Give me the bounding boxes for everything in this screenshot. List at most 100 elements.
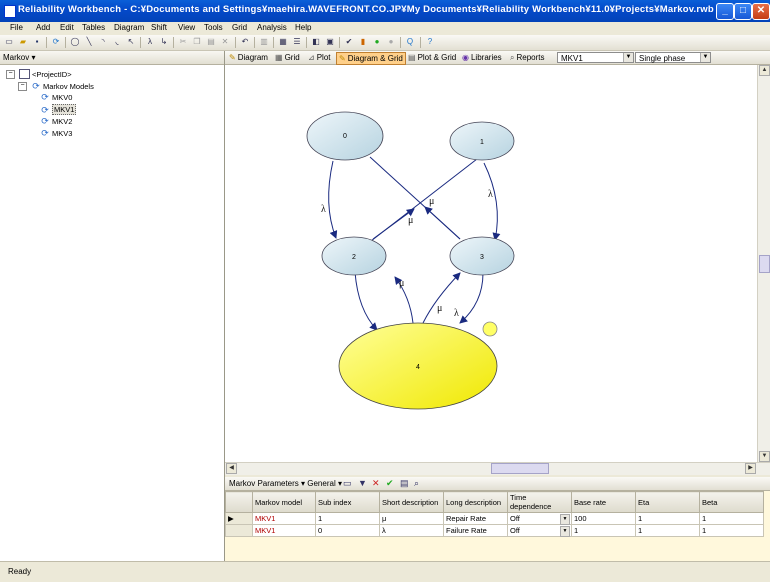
column-header[interactable]: Eta bbox=[635, 491, 700, 513]
clear-filter-icon[interactable]: ✕ bbox=[372, 478, 380, 488]
transition-3-4[interactable] bbox=[459, 272, 484, 324]
menu-tables[interactable]: Tables bbox=[82, 23, 106, 32]
chevron-down-icon[interactable]: ▼ bbox=[560, 526, 570, 537]
horizontal-scroll-thumb[interactable] bbox=[491, 463, 549, 474]
paste-icon[interactable]: ▤ bbox=[207, 37, 215, 46]
cell-time-dependence[interactable]: Off▼ bbox=[507, 512, 572, 525]
stop-icon[interactable]: ● bbox=[388, 37, 394, 46]
cell-eta[interactable]: 1 bbox=[635, 524, 700, 537]
find-icon[interactable]: ⌕ bbox=[414, 478, 420, 488]
tab-diagram-grid[interactable]: ✎Diagram & Grid bbox=[336, 52, 406, 65]
menu-add[interactable]: Add bbox=[36, 23, 51, 32]
run-icon[interactable]: ● bbox=[374, 37, 380, 46]
stats-icon[interactable]: ▮ bbox=[360, 37, 366, 46]
transition-1-3[interactable] bbox=[483, 162, 501, 241]
transition-0-2[interactable] bbox=[328, 160, 338, 239]
menu-diagram[interactable]: Diagram bbox=[114, 23, 145, 32]
table-row[interactable]: MKV1 0 λ Failure Rate Off▼ 1 1 1 bbox=[225, 524, 764, 537]
table-icon[interactable]: ▦ bbox=[279, 37, 287, 46]
scroll-up-icon[interactable]: ▲ bbox=[759, 65, 770, 76]
chevron-down-icon[interactable]: ▼ bbox=[560, 514, 570, 525]
check-all-icon[interactable]: ✔ bbox=[386, 478, 394, 488]
transition-4-2[interactable] bbox=[394, 276, 414, 324]
line-tool-icon[interactable]: ╲ bbox=[86, 37, 92, 46]
cut-icon[interactable]: ✂ bbox=[179, 37, 187, 46]
menu-view[interactable]: View bbox=[178, 23, 196, 32]
tree-group-markov-models[interactable]: − ⟳ Markov Models bbox=[18, 81, 94, 91]
diagram-vertical-scrollbar[interactable]: ▲ ▼ bbox=[757, 65, 770, 462]
arc-tool-icon[interactable]: ◝ bbox=[101, 37, 105, 46]
cell-sub-index[interactable]: 1 bbox=[315, 512, 380, 525]
tree-header-label[interactable]: Markov ▾ bbox=[3, 53, 36, 62]
tab-plot-grid[interactable]: ▤Plot & Grid bbox=[408, 53, 457, 62]
add-row-icon[interactable]: ▭ bbox=[343, 478, 352, 488]
cell-sub-index[interactable]: 0 bbox=[315, 524, 380, 537]
pointer-icon[interactable]: ↖ bbox=[127, 37, 135, 46]
transition-icon[interactable]: ↳ bbox=[160, 37, 168, 46]
menu-tools[interactable]: Tools bbox=[204, 23, 223, 32]
copy-icon[interactable]: ❐ bbox=[193, 37, 201, 46]
tab-reports[interactable]: ⌕Reports bbox=[510, 53, 545, 62]
refresh-icon[interactable]: ⟳ bbox=[52, 37, 60, 46]
transition-2-4[interactable] bbox=[354, 271, 378, 331]
save-icon[interactable]: ▪ bbox=[35, 37, 39, 46]
column-header[interactable]: Short description bbox=[379, 491, 444, 513]
scroll-left-icon[interactable]: ◀ bbox=[226, 463, 237, 474]
check-icon[interactable]: ✔ bbox=[345, 37, 353, 46]
list-icon[interactable]: ☰ bbox=[293, 37, 301, 46]
column-header[interactable]: Long description bbox=[443, 491, 508, 513]
tab-grid[interactable]: ▦Grid bbox=[275, 53, 300, 62]
markov-diagram[interactable]: λ λ μ μ μ μ λ 0 1 2 3 4 bbox=[225, 65, 757, 462]
cell-beta[interactable]: 1 bbox=[699, 524, 764, 537]
row-selector[interactable]: ▶ bbox=[225, 512, 253, 525]
state-0[interactable] bbox=[306, 111, 384, 161]
tree-item-mkv2[interactable]: ⟳ MKV2 bbox=[41, 116, 73, 126]
cell-model[interactable]: MKV1 bbox=[252, 512, 316, 525]
column-header[interactable]: Markov model bbox=[252, 491, 316, 513]
cell-long-description[interactable]: Failure Rate bbox=[443, 524, 508, 537]
filter-icon[interactable]: ▼ bbox=[358, 478, 367, 488]
cell-beta[interactable]: 1 bbox=[699, 512, 764, 525]
tab-libraries[interactable]: ◉Libraries bbox=[462, 53, 502, 62]
collapse-icon[interactable]: − bbox=[6, 69, 15, 79]
cell-long-description[interactable]: Repair Rate bbox=[443, 512, 508, 525]
phase-select[interactable]: Single phase ▼ bbox=[635, 52, 711, 63]
scroll-right-icon[interactable]: ▶ bbox=[745, 463, 756, 474]
undo-icon[interactable]: ↶ bbox=[241, 37, 249, 46]
table-row[interactable]: ▶ MKV1 1 μ Repair Rate Off▼ 100 1 1 bbox=[225, 512, 764, 525]
row-selector[interactable] bbox=[225, 524, 253, 537]
cell-base-rate[interactable]: 1 bbox=[571, 524, 636, 537]
new-icon[interactable]: ▭ bbox=[5, 37, 13, 46]
state-3[interactable] bbox=[449, 236, 515, 276]
grid-title[interactable]: Markov Parameters ▾ General ▾ bbox=[229, 479, 342, 488]
curve-tool-icon[interactable]: ◟ bbox=[115, 37, 119, 46]
tree-item-mkv0[interactable]: ⟳ MKV0 bbox=[41, 92, 73, 102]
model-select[interactable]: MKV1 ▼ bbox=[557, 52, 634, 63]
cell-eta[interactable]: 1 bbox=[635, 512, 700, 525]
collapse-icon[interactable]: − bbox=[18, 81, 27, 91]
tab-plot[interactable]: ⊿Plot bbox=[308, 53, 331, 62]
cell-short-description[interactable]: μ bbox=[379, 512, 444, 525]
tree-header[interactable]: Markov ▾ bbox=[0, 51, 224, 65]
diagram-horizontal-scrollbar[interactable]: ◀ ▶ bbox=[225, 462, 770, 475]
chevron-down-icon[interactable]: ▼ bbox=[700, 53, 710, 62]
close-button[interactable]: ✕ bbox=[752, 3, 770, 20]
state-1[interactable] bbox=[449, 121, 515, 161]
help-icon[interactable]: ? bbox=[427, 37, 433, 46]
tab-diagram[interactable]: ✎Diagram bbox=[229, 53, 268, 62]
print-icon[interactable]: ▥ bbox=[260, 37, 268, 46]
delete-icon[interactable]: ✕ bbox=[221, 37, 229, 46]
menu-grid[interactable]: Grid bbox=[232, 23, 248, 32]
cell-time-dependence[interactable]: Off▼ bbox=[507, 524, 572, 537]
scroll-down-icon[interactable]: ▼ bbox=[759, 451, 770, 462]
cell-model[interactable]: MKV1 bbox=[252, 524, 316, 537]
tree-root[interactable]: − <ProjectID> bbox=[6, 69, 72, 79]
minimize-button[interactable]: _ bbox=[716, 3, 734, 20]
maximize-button[interactable]: □ bbox=[734, 3, 752, 20]
column-header[interactable]: Sub index bbox=[315, 491, 380, 513]
cell-short-description[interactable]: λ bbox=[379, 524, 444, 537]
properties-icon[interactable]: ◧ bbox=[312, 37, 320, 46]
self-loop-marker[interactable] bbox=[482, 321, 498, 337]
column-header[interactable]: Base rate bbox=[571, 491, 636, 513]
transition-4-3[interactable] bbox=[422, 272, 461, 324]
